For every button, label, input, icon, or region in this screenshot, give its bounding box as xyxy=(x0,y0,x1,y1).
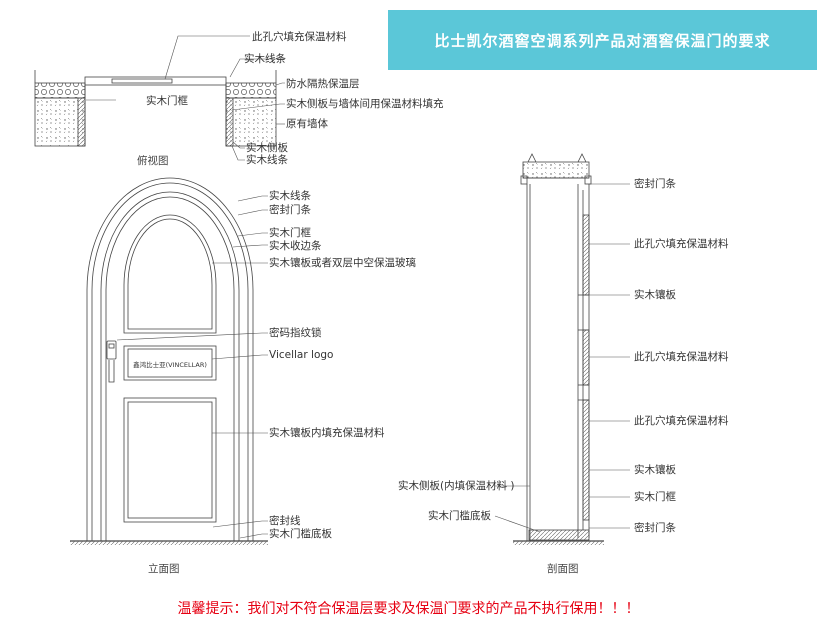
logo-plaque-text: 鑫鸿比士亚(VINCELLAR) xyxy=(133,360,207,369)
label-seal-bottom-sec: 密封门条 xyxy=(634,521,676,534)
label-seal-line: 密封线 xyxy=(269,514,301,527)
label-logo: Vicellar logo xyxy=(269,349,333,361)
banner-title: 比士凯尔酒窖空调系列产品对酒窖保温门的要求 xyxy=(434,31,771,50)
label-trim-elev: 实木线条 xyxy=(269,189,311,202)
label-inlay-sec-1: 实木镶板 xyxy=(634,288,676,301)
label-seal-strip-elev: 密封门条 xyxy=(269,203,311,216)
caption-top-view: 俯视图 xyxy=(137,154,169,167)
label-side-panel-sec: 实木侧板(内填保温材料 ) xyxy=(398,479,515,492)
label-waterproof-layer: 防水隔热保温层 xyxy=(286,77,360,90)
label-wall: 原有墙体 xyxy=(286,117,328,130)
label-frame-sec: 实木门框 xyxy=(634,490,676,503)
label-door-frame-top: 实木门框 xyxy=(146,94,188,107)
label-hole-fill-sec-2: 此孔穴填充保温材料 xyxy=(634,350,729,363)
label-lock: 密码指纹锁 xyxy=(269,326,322,339)
label-side-panel-top: 实木侧板 xyxy=(246,141,288,154)
section-view xyxy=(513,153,604,545)
label-edge-strip: 实木收边条 xyxy=(269,239,322,252)
label-hole-fill-sec-1: 此孔穴填充保温材料 xyxy=(634,237,729,250)
elevation-leaders xyxy=(116,195,268,539)
label-glass: 实木镶板或者双层中空保温玻璃 xyxy=(269,256,416,269)
caption-elevation: 立面图 xyxy=(148,562,180,575)
label-door-frame-elev: 实木门框 xyxy=(269,226,311,239)
caption-section: 剖面图 xyxy=(547,562,579,575)
label-hole-fill-sec-3: 此孔穴填充保温材料 xyxy=(634,414,729,427)
label-seal-top-sec: 密封门条 xyxy=(634,177,676,190)
label-trim-top: 实木线条 xyxy=(244,52,286,65)
label-inlay-sec-2: 实木镶板 xyxy=(634,463,676,476)
section-leaders xyxy=(494,183,630,533)
label-threshold-elev: 实木门槛底板 xyxy=(269,527,332,540)
warning-notice: 温馨提示：我们对不符合保温层要求及保温门要求的产品不执行保用！！！ xyxy=(177,601,640,617)
top-view xyxy=(34,70,277,147)
label-panel-fill: 实木镶板内填充保温材料 xyxy=(269,426,385,439)
label-hole-fill-top: 此孔穴填充保温材料 xyxy=(252,30,347,43)
label-side-fill: 实木侧板与墙体间用保温材料填充 xyxy=(286,97,444,110)
label-threshold-sec: 实木门槛底板 xyxy=(428,509,491,522)
title-banner: 比士凯尔酒窖空调系列产品对酒窖保温门的要求 xyxy=(388,10,817,70)
elevation-view xyxy=(70,177,268,545)
top-view-leaders xyxy=(86,35,285,161)
label-trim-bottom-top: 实木线条 xyxy=(246,153,288,166)
